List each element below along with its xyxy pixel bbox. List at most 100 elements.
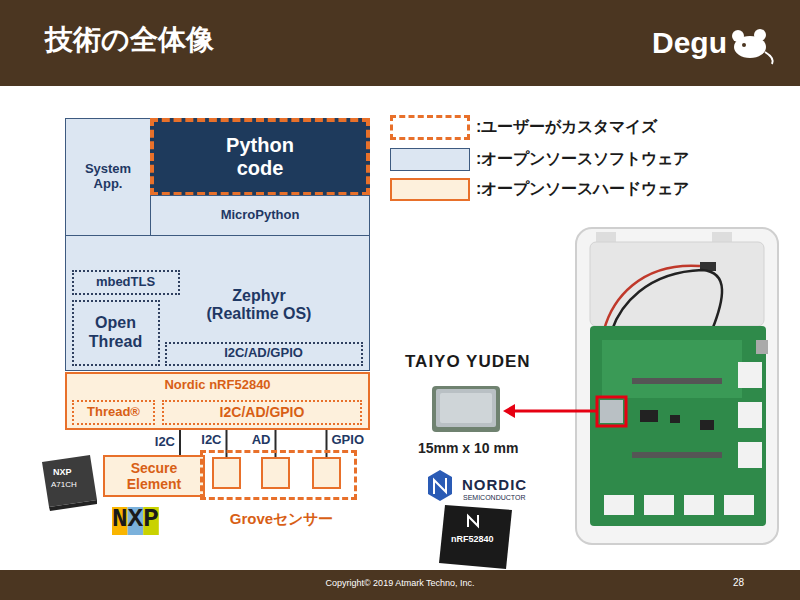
nrf-chip-image xyxy=(439,505,512,569)
secure-chip-image xyxy=(49,500,97,511)
board-photo xyxy=(590,242,764,326)
user-code-box: Python code xyxy=(150,118,370,196)
grove-sensor xyxy=(213,450,340,488)
copyright: Copyright© 2019 Atmark Techno, Inc. xyxy=(0,578,800,588)
nordic-logo-icon xyxy=(434,478,446,494)
logo-text: Degu xyxy=(652,26,727,61)
nordic-logo-icon xyxy=(428,470,452,501)
nordic-logo-icon xyxy=(428,470,452,501)
node-label: Groveセンサー xyxy=(183,510,380,527)
board-photo xyxy=(576,228,778,544)
board-photo xyxy=(738,402,762,428)
dimension: 15mm x 10 mm xyxy=(418,440,518,456)
signal-line xyxy=(326,430,328,450)
brand-name: TAIYO YUDEN xyxy=(405,352,531,372)
node-label: Python code xyxy=(215,134,305,180)
logo-mouse xyxy=(732,30,744,42)
grove-sensor xyxy=(313,458,340,488)
board-photo xyxy=(640,410,658,422)
board-photo xyxy=(700,420,714,430)
board-photo xyxy=(738,362,762,388)
legend-swatch xyxy=(390,178,470,201)
slide-title: 技術の全体像 xyxy=(45,24,214,56)
footer-bar xyxy=(0,570,800,600)
board-photo xyxy=(600,400,623,423)
hardware-band: Nordic nRF52840Thread® I2C/AD/GPIO xyxy=(65,372,370,430)
software-box: System App. xyxy=(65,118,151,236)
module-box: mbedTLS xyxy=(72,270,180,295)
software-box: MicroPython xyxy=(150,195,370,236)
logo-mouse xyxy=(742,43,746,47)
signal-label: GPIO xyxy=(331,433,366,448)
logo-text: NORDIC xyxy=(462,476,527,493)
page-number: 28 xyxy=(733,577,744,589)
signal-label: I2C xyxy=(154,435,176,450)
logo-text: SEMICONDUCTOR xyxy=(463,494,525,502)
node-label: Nordic nRF52840 xyxy=(67,378,368,393)
board-photo xyxy=(632,378,722,384)
driver-box: I2C/AD/GPIO xyxy=(165,342,363,366)
header-bar xyxy=(0,0,800,86)
node-label: mbedTLS xyxy=(96,275,155,290)
nrf-chip-image xyxy=(468,515,478,527)
chip-marking: nRF52840 xyxy=(451,534,494,544)
module-box: Open Thread xyxy=(72,300,160,366)
node-label: Secure Element xyxy=(114,460,194,492)
signal-label: AD xyxy=(251,433,272,448)
node-label: MicroPython xyxy=(221,208,300,223)
node-label: System App. xyxy=(78,162,138,192)
footer-bar xyxy=(0,570,800,600)
board-photo xyxy=(604,495,634,515)
legend-text: :オープンソースハードウェア xyxy=(476,180,689,198)
board-photo xyxy=(738,442,762,468)
signal-label: I2C xyxy=(200,433,222,448)
board-photo xyxy=(724,495,754,515)
logo-text: NXP xyxy=(112,505,159,535)
node-label: Zephyr (Realtime OS) xyxy=(197,287,321,324)
module-image xyxy=(440,393,492,423)
board-photo xyxy=(576,228,778,544)
board-photo xyxy=(756,340,768,354)
os-box: Zephyr (Realtime OS) mbedTLS Open ThreadI2… xyxy=(65,235,370,371)
module-image xyxy=(432,386,500,432)
board-photo xyxy=(632,452,722,458)
secure-chip-image xyxy=(42,455,97,507)
legend-text: :ユーザーがカスタマイズ xyxy=(476,118,657,136)
grove-sensor xyxy=(262,458,289,488)
board-photo xyxy=(612,270,722,330)
signal-line xyxy=(226,430,228,450)
callout-arrow xyxy=(503,404,515,418)
node-label: I2C/AD/GPIO xyxy=(220,404,305,420)
signal-line xyxy=(275,430,277,450)
board-photo xyxy=(602,340,742,398)
legend-text: :オープンソースソフトウェア xyxy=(476,150,689,168)
hardware-block: I2C/AD/GPIO xyxy=(162,400,362,425)
board-photo xyxy=(597,397,626,426)
hardware-block: Thread® xyxy=(72,400,155,425)
secure-chip-image xyxy=(42,455,97,511)
chip-marking: NXP xyxy=(53,467,72,477)
grove-sensor xyxy=(213,458,240,488)
node-label: I2C/AD/GPIO xyxy=(224,346,303,361)
header-bar xyxy=(0,0,800,86)
chip-marking: A71CH xyxy=(51,480,77,489)
signal-line xyxy=(179,430,181,455)
board-photo xyxy=(590,326,766,526)
legend-swatch xyxy=(390,148,470,171)
callout-arrow xyxy=(512,410,596,413)
callout-arrow xyxy=(503,404,596,418)
board-photo xyxy=(644,495,674,515)
nrf-chip-image xyxy=(439,505,512,569)
logo-mouse xyxy=(732,29,773,64)
logo-mouse xyxy=(754,29,766,41)
sensor-group: Groveセンサー xyxy=(200,450,357,500)
module-image xyxy=(436,389,496,427)
logo-mouse xyxy=(765,52,773,64)
node-label: Thread® xyxy=(87,405,140,420)
board-photo xyxy=(604,266,700,330)
board-photo xyxy=(670,415,680,423)
legend-swatch xyxy=(390,115,470,140)
board-photo xyxy=(684,495,714,515)
node-label: Open Thread xyxy=(81,314,151,351)
